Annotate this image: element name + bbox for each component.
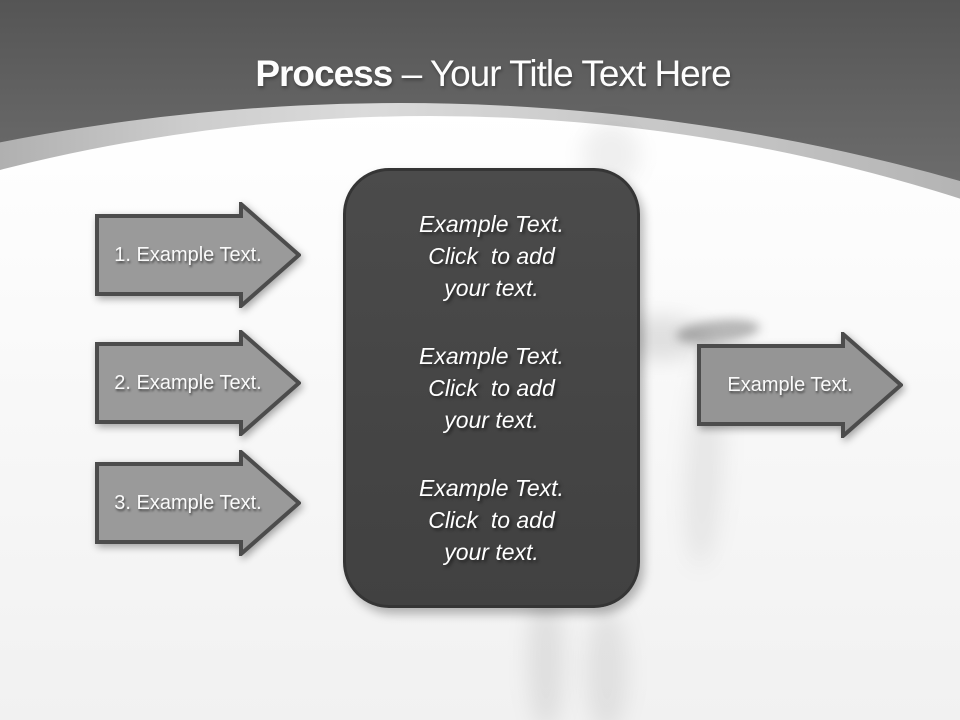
- center-text-panel[interactable]: Example Text. Click to add your text. Ex…: [343, 168, 640, 608]
- process-output-arrow[interactable]: Example Text.: [697, 332, 903, 438]
- process-step-1-arrow[interactable]: 1. Example Text.: [95, 202, 301, 308]
- text-line: Example Text.: [419, 343, 564, 369]
- text-line: Example Text.: [419, 211, 564, 237]
- right-arrow-icon: [95, 330, 301, 436]
- slide-title: Process – Your Title Text Here: [0, 52, 960, 96]
- slide-title-rest: – Your Title Text Here: [392, 53, 732, 94]
- text-line: Example Text.: [419, 475, 564, 501]
- process-step-2-label: 2. Example Text.: [114, 371, 262, 394]
- process-step-1-label: 1. Example Text.: [114, 243, 262, 266]
- process-output-label: Example Text.: [727, 373, 853, 396]
- text-line: Click to add: [428, 243, 555, 269]
- right-arrow-icon: [95, 202, 301, 308]
- text-line: Click to add: [428, 507, 555, 533]
- text-line: Click to add: [428, 375, 555, 401]
- process-step-2-arrow[interactable]: 2. Example Text.: [95, 330, 301, 436]
- text-block-2[interactable]: Example Text. Click to add your text.: [419, 340, 564, 436]
- process-step-3-arrow[interactable]: 3. Example Text.: [95, 450, 301, 556]
- text-line: your text.: [444, 539, 539, 565]
- text-line: your text.: [444, 407, 539, 433]
- right-arrow-icon: [95, 450, 301, 556]
- text-line: your text.: [444, 275, 539, 301]
- text-block-3[interactable]: Example Text. Click to add your text.: [419, 472, 564, 568]
- slide-title-emphasis: Process: [255, 53, 393, 94]
- right-arrow-icon: [697, 332, 903, 438]
- text-block-1[interactable]: Example Text. Click to add your text.: [419, 208, 564, 304]
- process-step-3-label: 3. Example Text.: [114, 491, 262, 514]
